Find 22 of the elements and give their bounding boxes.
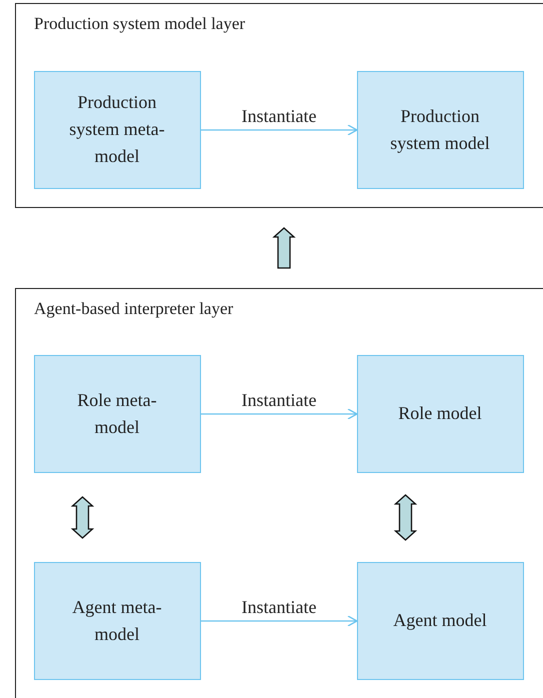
layer-title: Production system model layer [34, 14, 246, 34]
box-label: Agent model [393, 609, 487, 632]
model-box [356, 562, 524, 680]
double-block-arrow [70, 496, 94, 539]
arrow [201, 615, 358, 627]
model-box [356, 70, 524, 188]
box-label: Agent meta-model [71, 596, 163, 646]
layer-title: Agent-based interpreter layer [34, 299, 234, 319]
double-block-arrow [394, 494, 418, 541]
model-box [356, 354, 524, 472]
box-label: Production system meta-model [68, 91, 166, 168]
layer-frame [15, 3, 543, 208]
arrow [201, 408, 358, 420]
model-box [34, 70, 200, 188]
model-box [34, 562, 200, 680]
block-arrow [272, 227, 296, 269]
layer-frame [15, 288, 543, 698]
model-box [34, 354, 200, 472]
arrow [201, 124, 358, 136]
box-label: Production system model [389, 104, 491, 155]
box-label: Role model [398, 402, 482, 425]
box-label: Role meta-model [76, 388, 158, 438]
